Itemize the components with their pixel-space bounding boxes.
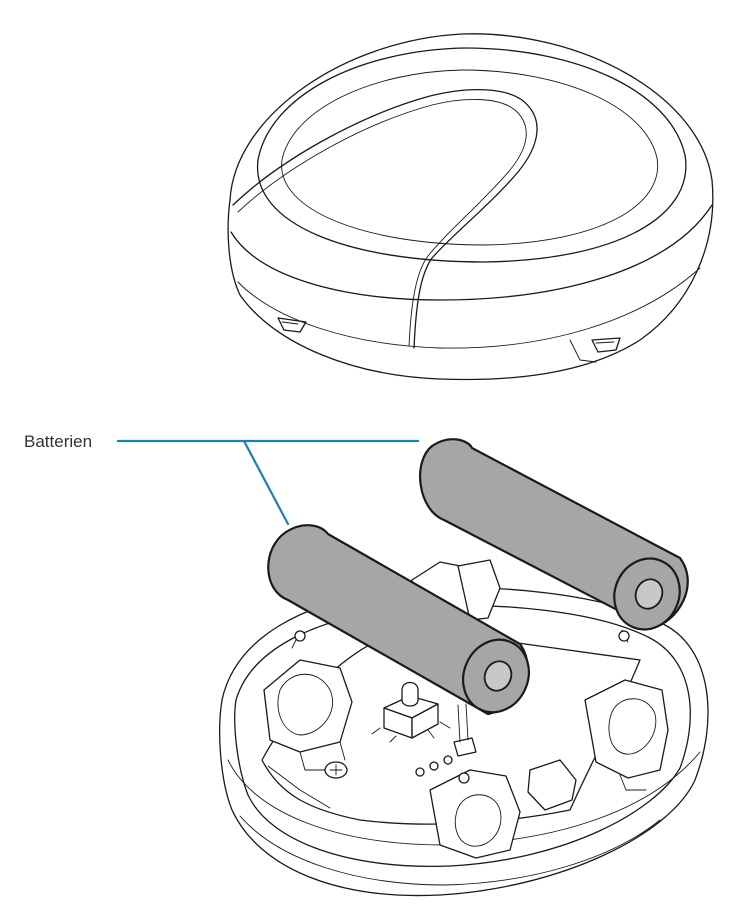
pcb-push-button [371, 681, 451, 743]
callout-label: Batterien [24, 432, 92, 451]
battery-clip-front [429, 769, 521, 859]
cover-top-inner-ring [281, 69, 659, 246]
teardrop-button [232, 88, 538, 349]
battery-clip-left [263, 659, 353, 771]
cover-clip-right [591, 337, 621, 353]
device-cover [227, 33, 714, 381]
teardrop-button-edge [237, 98, 527, 347]
leader-line [116, 439, 420, 526]
cover-band-upper [230, 204, 713, 301]
cover-band-lower [237, 267, 701, 349]
batteries [267, 438, 689, 716]
device-base [219, 559, 709, 897]
base-post-right [618, 630, 630, 642]
cover-rear-notch [569, 339, 597, 363]
pcb-chip [527, 759, 577, 811]
base-post-left [294, 630, 306, 642]
pcb-screw [324, 761, 348, 779]
cover-top-rim [257, 47, 687, 263]
battery-rear [419, 438, 689, 631]
battery-front [267, 524, 530, 716]
pcb-pads [415, 755, 470, 784]
pcb-connector [453, 703, 477, 757]
base-band-lower [239, 815, 661, 886]
cover-outer-shell [227, 33, 714, 381]
battery-clip-right [584, 679, 669, 791]
batteries-callout: Batterien [24, 432, 420, 526]
cover-clip-left [277, 317, 307, 333]
